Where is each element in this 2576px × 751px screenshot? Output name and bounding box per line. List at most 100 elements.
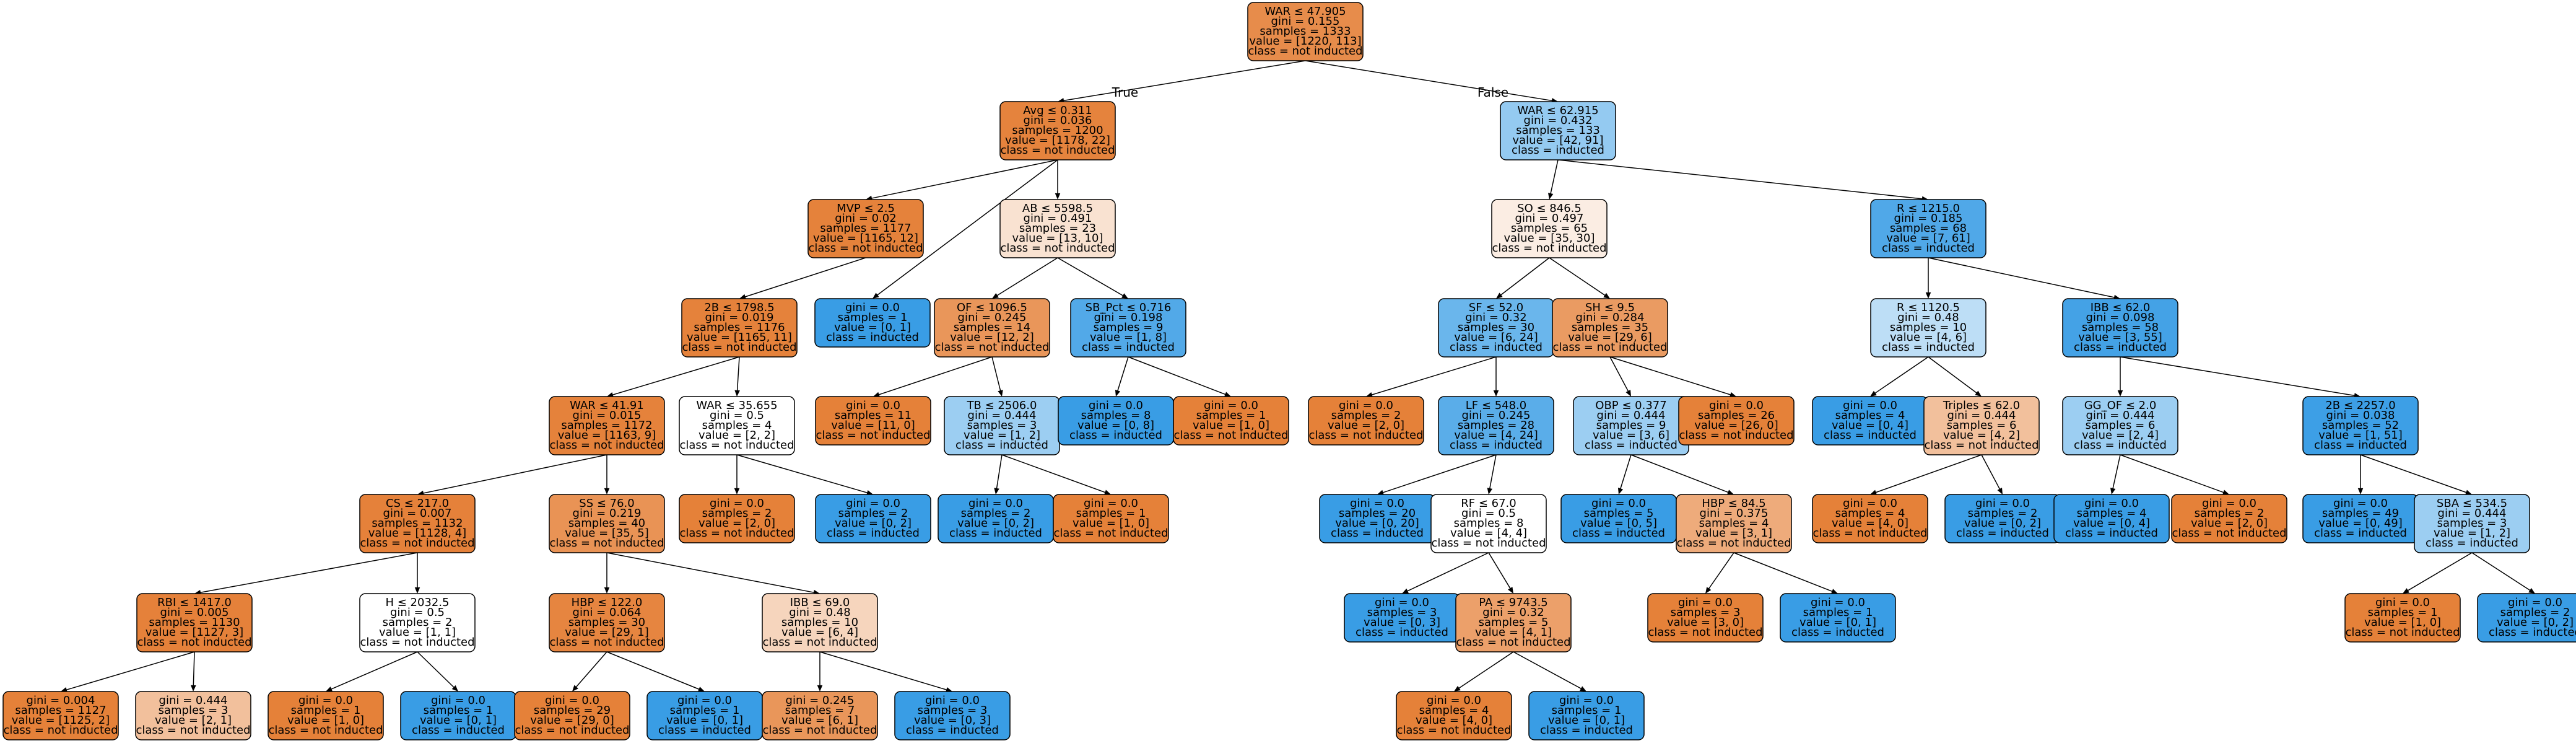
- node-text-line: class = inducted: [2314, 439, 2407, 452]
- tree-edge: [1489, 454, 1497, 490]
- edge-arrowhead: [739, 294, 746, 299]
- node-text-line: value = [11, 0]: [831, 419, 915, 432]
- node-box: [1438, 396, 1554, 455]
- node-text-line: class = not inducted: [1431, 537, 1546, 550]
- node-text-line: value = [1, 0]: [2364, 616, 2441, 629]
- node-text-line: samples = 1: [838, 311, 908, 324]
- node-text-line: value = [0, 1]: [666, 714, 743, 727]
- node-text-line: gini = 0.0: [1204, 399, 1258, 412]
- node-text-line: value = [0, 2]: [835, 517, 912, 530]
- node-text-line: samples = 2: [838, 507, 908, 520]
- node-text-line: samples = 1333: [1260, 25, 1351, 38]
- node-text-line: RBI ≤ 1417.0: [157, 596, 232, 609]
- tree-edge: [606, 552, 815, 594]
- node-text-line: gini = 0.02: [835, 212, 896, 225]
- tree-edge: [1063, 60, 1306, 102]
- node-text-line: gini = 0.219: [573, 507, 642, 520]
- node-text-line: gini = 0.185: [1894, 212, 1963, 225]
- node-box: [1500, 101, 1616, 160]
- node-text-line: class = not inducted: [1924, 439, 2039, 452]
- tree-edge: [876, 159, 1058, 296]
- node-text-line: class = inducted: [1512, 144, 1604, 157]
- node-text-line: samples = 2: [2195, 507, 2265, 520]
- node-text-line: class = not inducted: [1248, 45, 1362, 58]
- node-text-line: value = [4, 24]: [1454, 429, 1538, 442]
- node-text-line: samples = 133: [1516, 124, 1600, 137]
- node-text-line: samples = 52: [2322, 419, 2399, 432]
- node-box: [679, 396, 795, 455]
- node-text-line: samples = 1177: [820, 222, 911, 235]
- node-text-line: samples = 4: [702, 419, 772, 432]
- node-text-line: gini = 0.0: [1591, 497, 1646, 510]
- edge-arrowhead: [2357, 488, 2364, 494]
- node-text-line: gini = 0.5: [1461, 507, 1516, 520]
- node-text-line: gini = 0.0: [1350, 497, 1404, 510]
- node-text-line: SB_Pct ≤ 0.716: [1086, 301, 1172, 314]
- node-text-line: samples = 4: [1835, 409, 1905, 422]
- node-text-line: SH ≤ 9.5: [1585, 301, 1635, 314]
- node-text-line: gini = 0.245: [958, 311, 1027, 324]
- node-text-line: gini = 0.005: [160, 606, 229, 619]
- node-box: [2302, 396, 2419, 455]
- node-text-line: gini = 0.444: [2438, 507, 2507, 520]
- tree-edge: [1630, 454, 1729, 493]
- node-text-line: class = inducted: [906, 724, 999, 737]
- tree-edge: [1708, 552, 1734, 590]
- node-text-line: class = not inducted: [360, 636, 474, 649]
- node-text-line: samples = 1172: [561, 419, 652, 432]
- node-text-line: value = [29, 6]: [1568, 331, 1652, 344]
- tree-edge: [1874, 356, 1929, 394]
- edge-arrowhead: [61, 687, 67, 693]
- node-text-line: gini = 0.098: [2086, 311, 2155, 324]
- node-text-line: samples = 3: [2437, 517, 2507, 530]
- node-text-line: value = [4, 0]: [1832, 517, 1908, 530]
- node-text-line: value = [0, 2]: [957, 517, 1034, 530]
- node-text-line: gini = 0.064: [573, 606, 642, 619]
- node-text-line: class = not inducted: [2345, 626, 2460, 639]
- node-text-line: gini = 0.0: [2084, 497, 2139, 510]
- node-text-line: gini = 0.5: [710, 409, 764, 422]
- node-text-line: value = [1128, 4]: [368, 527, 466, 540]
- edge-arrowhead: [1730, 392, 1736, 398]
- node-box: [268, 691, 384, 740]
- node-text-line: HBP ≤ 84.5: [1702, 497, 1765, 510]
- node-box: [549, 396, 665, 455]
- edge-arrowhead: [1508, 587, 1513, 594]
- node-text-line: 2B ≤ 2257.0: [2325, 399, 2395, 412]
- node-text-line: value = [0, 5]: [1580, 517, 1657, 530]
- node-text-line: class = inducted: [1956, 527, 2049, 540]
- node-text-line: samples = 3: [918, 704, 988, 717]
- node-text-line: samples = 8: [1081, 409, 1151, 422]
- node-text-line: gini = 0.0: [925, 694, 980, 707]
- node-text-line: value = [0, 1]: [834, 321, 911, 334]
- node-text-line: class = inducted: [658, 724, 751, 737]
- node-text-line: value = [3, 0]: [1667, 616, 1744, 629]
- node-box: [999, 101, 1116, 160]
- node-text-line: class = inducted: [1355, 626, 1448, 639]
- node-text-line: class = not inducted: [1173, 429, 1288, 442]
- node-text-line: class = not inducted: [1679, 429, 1793, 442]
- node-text-line: samples = 35: [1572, 321, 1648, 334]
- tree-edge: [1128, 356, 1226, 395]
- node-box: [1430, 494, 1547, 553]
- node-box: [807, 199, 924, 258]
- node-text-line: gini = 0.0: [845, 301, 900, 314]
- node-text-line: class = not inducted: [1812, 527, 1927, 540]
- tree-edge: [1500, 257, 1550, 296]
- edge-arrowhead: [1496, 292, 1503, 299]
- node-text-line: samples = 1130: [149, 616, 240, 629]
